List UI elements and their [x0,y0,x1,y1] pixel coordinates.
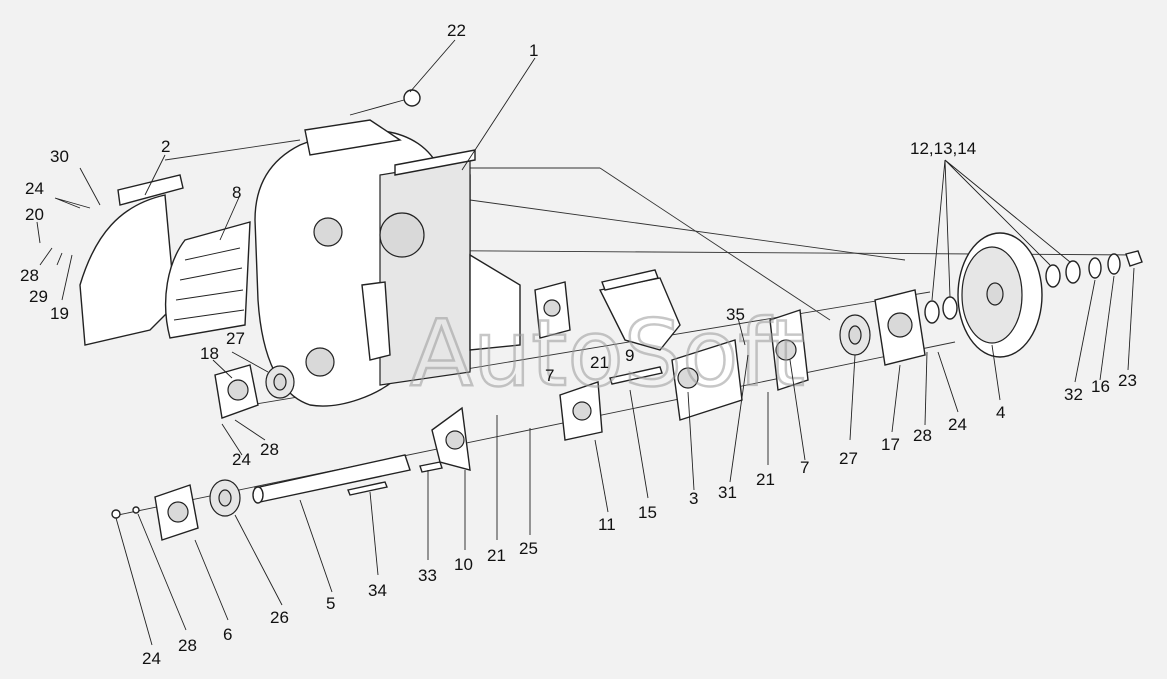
callout-23: 23 [1118,371,1137,390]
callout-7: 7 [545,366,554,385]
gasket-part-11 [559,381,603,441]
bolt-part-15 [609,366,663,385]
callout-17: 17 [881,435,900,454]
flange-part-3 [671,339,743,421]
housing-part-1 [254,119,521,407]
callout-19: 19 [50,304,69,323]
guide-part-8 [164,221,251,339]
bracket-part-10 [431,406,471,471]
callout-27: 27 [226,329,245,348]
callout-18: 18 [200,344,219,363]
callout-8: 8 [232,183,241,202]
callout-21: 21 [756,470,775,489]
callout-22: 22 [447,21,466,40]
flange-part-18 [214,364,295,419]
callout-24: 24 [232,450,251,469]
callout-24: 24 [948,415,967,434]
bearing-part-27 [839,314,871,356]
callout-21: 21 [590,353,609,372]
callout-28: 28 [20,266,39,285]
callout-5: 5 [326,594,335,613]
watermark: AutoSoft [410,300,805,407]
callout-7: 7 [800,458,809,477]
mount-part-9 [598,269,681,351]
callout-12-13-14: 12,13,14 [910,139,976,158]
callout-24: 24 [25,179,44,198]
callout-10: 10 [454,555,473,574]
callout-3: 3 [689,489,698,508]
callout-26: 26 [270,608,289,627]
callout-20: 20 [25,205,44,224]
callout-34: 34 [368,581,387,600]
flange-plate-part [534,281,571,339]
callout-21: 21 [487,546,506,565]
pulley-part-4 [957,232,1043,358]
callout-labels: 22 1 2 30 24 20 28 29 19 8 12,13,14 35 9… [20,21,1137,668]
callout-35: 35 [726,305,745,324]
callout-33: 33 [418,566,437,585]
callout-27: 27 [839,449,858,468]
callout-28: 28 [913,426,932,445]
gasket-part-7 [769,309,809,391]
callout-32: 32 [1064,385,1083,404]
callout-11: 11 [598,515,616,534]
callout-2: 2 [161,137,170,156]
washers-12-13-14 [924,250,1143,324]
knob-part-22 [349,89,421,116]
callout-30: 30 [50,147,69,166]
callout-28: 28 [178,636,197,655]
callout-28: 28 [260,440,279,459]
callout-29: 29 [29,287,48,306]
callout-24: 24 [142,649,161,668]
callout-16: 16 [1091,377,1110,396]
callout-9: 9 [625,346,634,365]
flange-part-6 [111,479,241,541]
callout-25: 25 [519,539,538,558]
callout-1: 1 [529,41,538,60]
callout-4: 4 [996,403,1005,422]
leader-lines [36,39,1135,646]
flange-part-17 [874,289,926,366]
callout-31: 31 [718,483,737,502]
callout-15: 15 [638,503,657,522]
shaft-part-5 [252,454,443,504]
callout-6: 6 [223,625,232,644]
